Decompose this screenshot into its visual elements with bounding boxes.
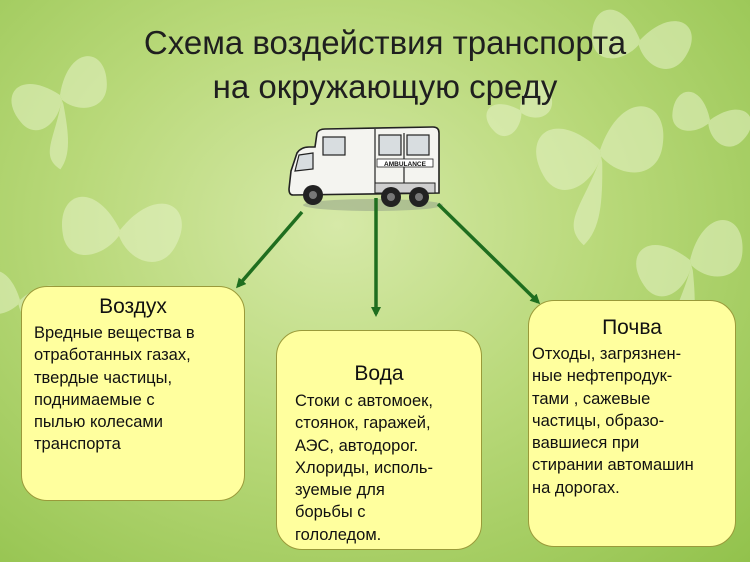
node-air: Воздух Вредные вещества в отработанных г… [21,286,245,501]
arrow-to-air [236,210,304,289]
node-water: Вода Стоки с автомоек, стоянок, гаражей,… [276,330,482,550]
ambulance-vehicle-image: AMBULANCE [288,126,443,211]
node-soil-title: Почва [602,316,662,339]
diagram-title-line1: Схема воздействия транспорта [143,24,627,61]
arrow-to-soil [436,202,541,305]
node-water-title: Вода [354,362,404,385]
node-water-text: Стоки с автомоек, стоянок, гаражей, АЭС,… [295,392,433,544]
vehicle-label: AMBULANCE [384,161,427,168]
node-soil-text: Отходы, загрязнен- ные нефтепродук- тами… [532,345,694,497]
diagram-title-line2: на окружающую среду [212,68,558,105]
node-soil: Почва Отходы, загрязнен- ные нефтепродук… [528,300,736,547]
node-air-title: Воздух [99,295,167,318]
node-air-text: Вредные вещества в отработанных газах, т… [34,324,195,454]
